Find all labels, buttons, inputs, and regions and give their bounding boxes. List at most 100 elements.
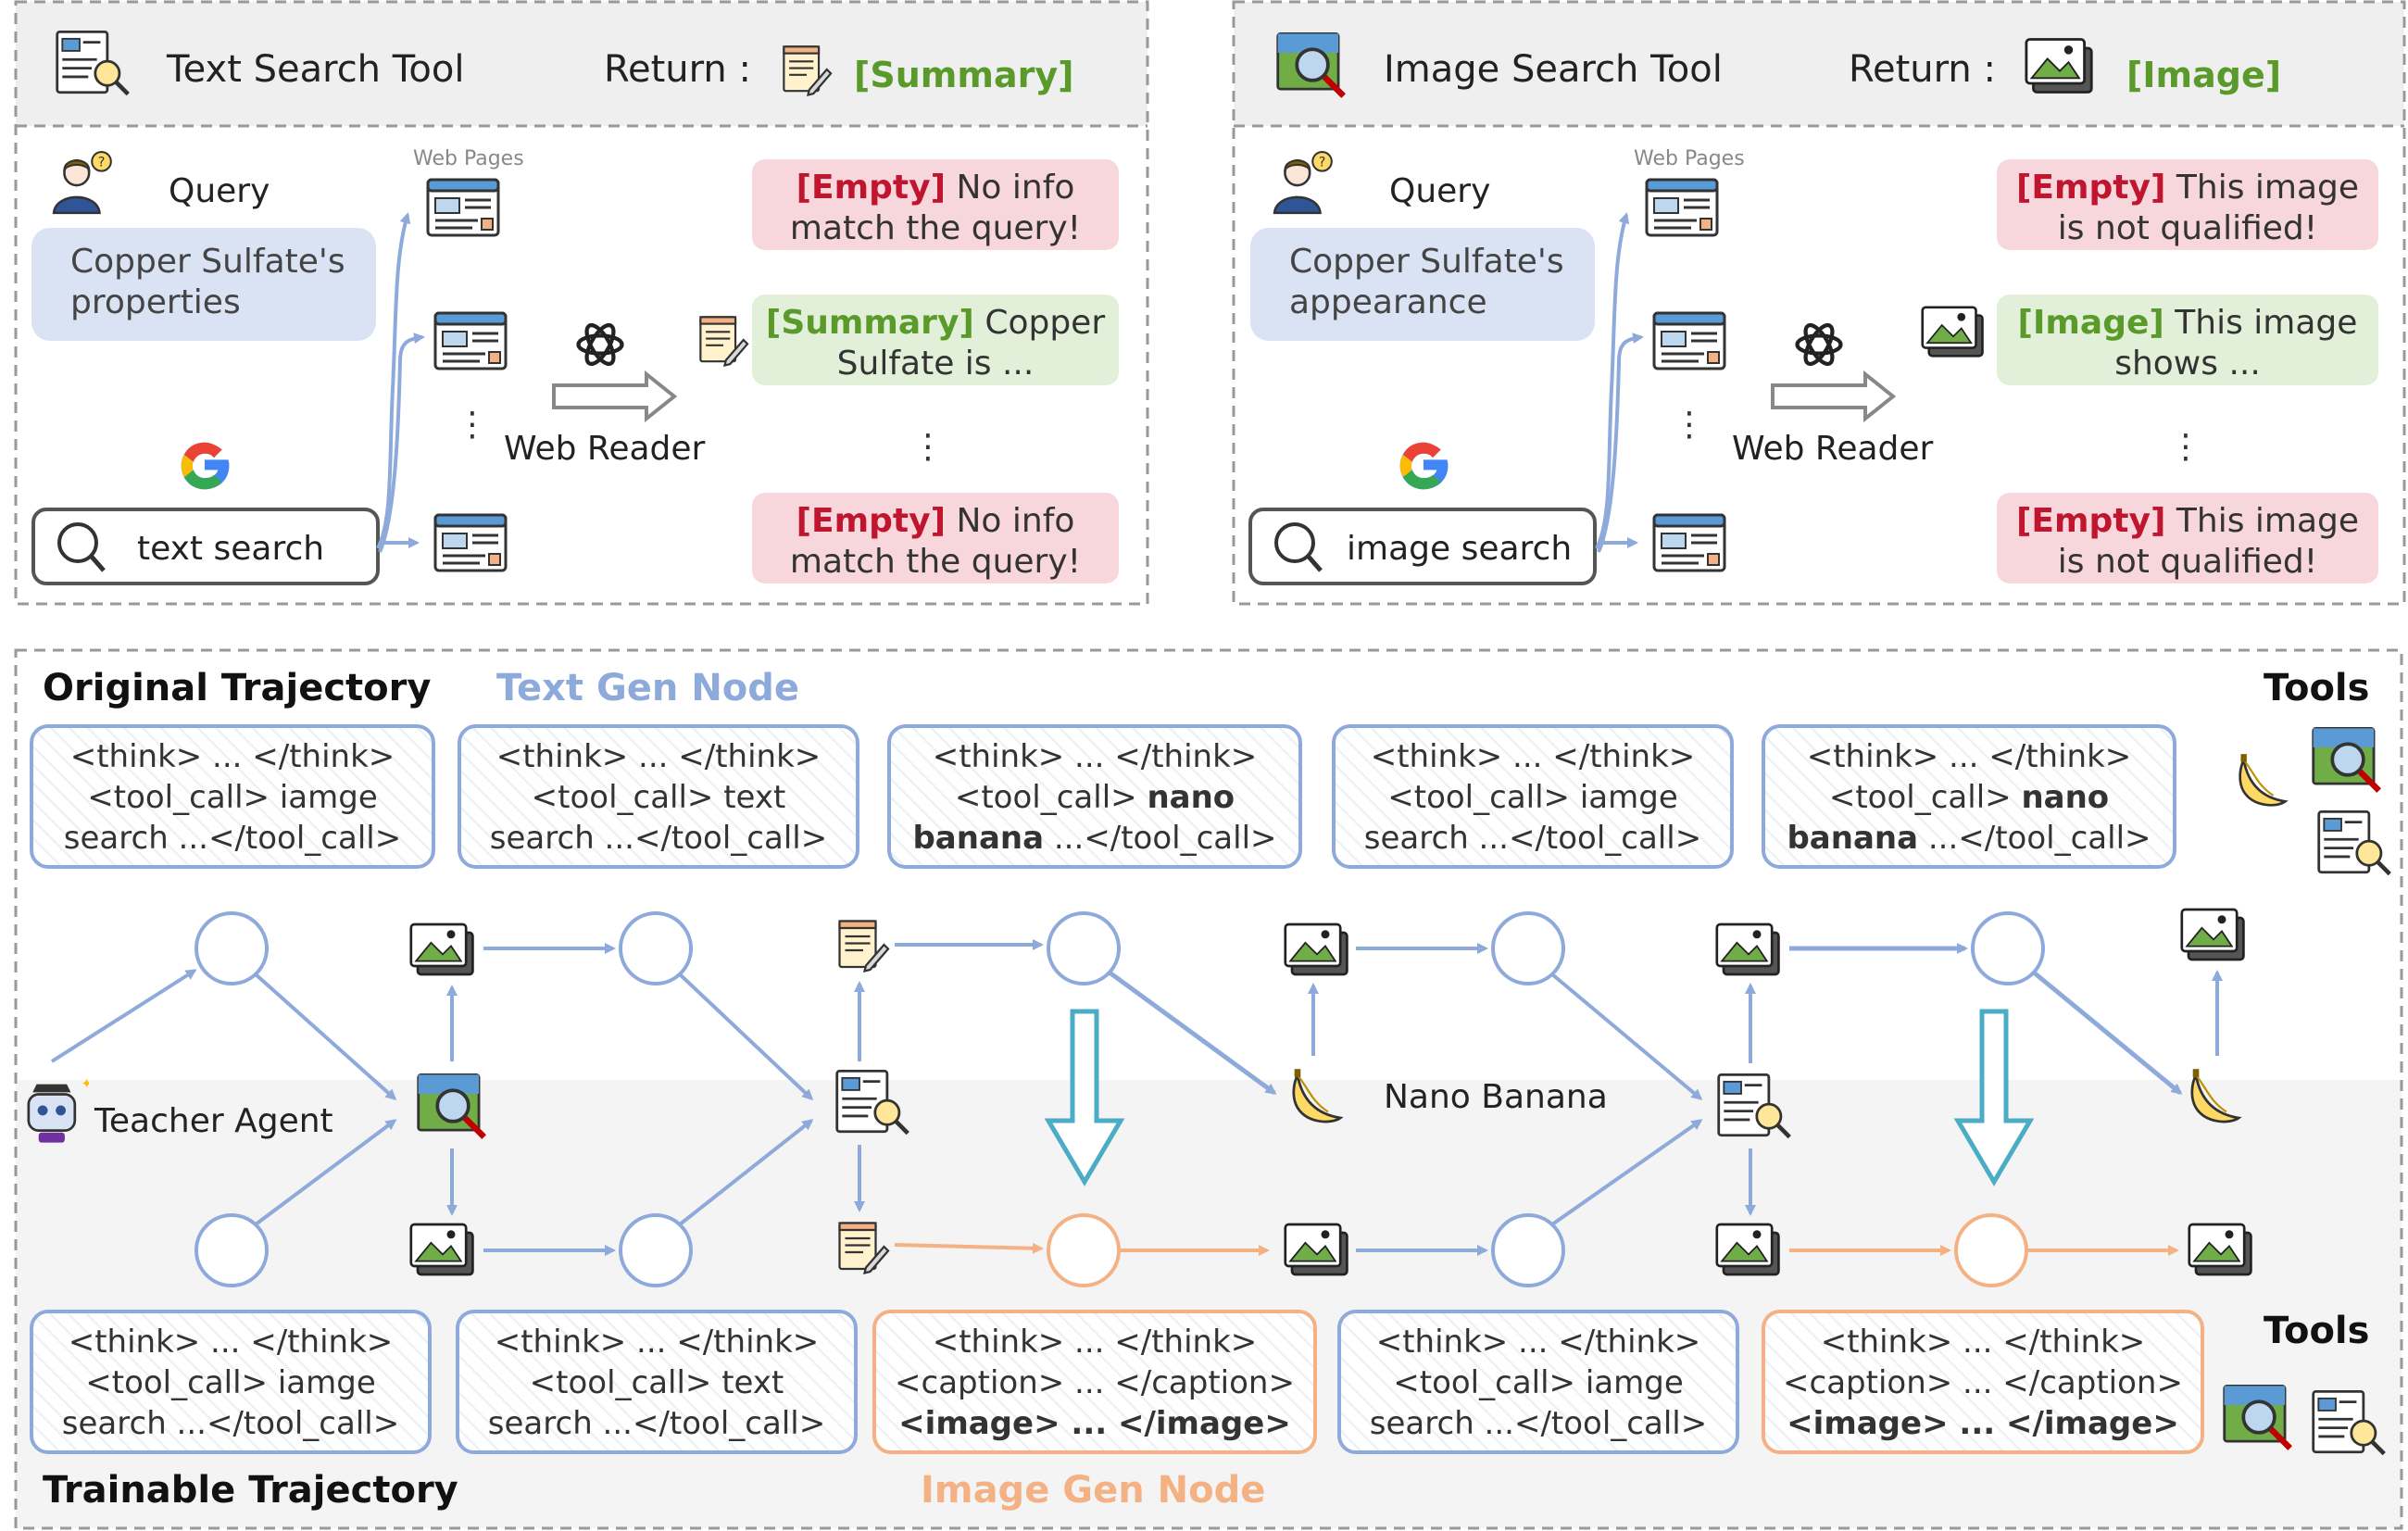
image-result-icon: [409, 1223, 474, 1276]
web-page-icon: [1645, 178, 1719, 237]
image-result-1-line1: [Empty] This image: [2016, 169, 2359, 207]
query-person-icon: [52, 150, 113, 215]
image-result-icon: [1284, 1223, 1348, 1276]
top-node-5: [1971, 911, 2045, 985]
image-query-box: [1250, 228, 1595, 341]
box-line: search ...</tool_call>: [62, 1405, 399, 1442]
image-tool-return-value: [Image]: [2126, 55, 2281, 95]
google-logo-icon: [1399, 442, 1449, 490]
text-search-tool-icon: [2319, 811, 2390, 873]
box-line: <think> ... </think>: [495, 1324, 820, 1361]
box-line: <think> ... </think>: [70, 738, 395, 775]
box-line: <tool_call> text: [530, 1364, 784, 1401]
text-search-bar-text: text search: [137, 530, 324, 568]
image-result-icon: [1715, 1223, 1780, 1276]
image-result-icon: [1921, 306, 1984, 358]
image-result-empty-2: [1997, 493, 2378, 584]
google-logo-icon: [181, 442, 230, 490]
box-line: search ...</tool_call>: [1370, 1405, 1707, 1442]
summary-notepad-icon: [838, 920, 890, 973]
image-return-icon: [2025, 38, 2093, 94]
bottom-node-1: [194, 1213, 269, 1287]
web-page-icon: [1652, 311, 1726, 370]
text-result-empty-2: [752, 493, 1119, 584]
text-web-reader-label: Web Reader: [504, 430, 706, 468]
box-line: <tool_call> text: [532, 779, 786, 816]
box-line: <tool_call> iamge: [1393, 1364, 1684, 1401]
teal-down-arrow: [1044, 1009, 1125, 1186]
text-tool-return-label: Return :: [604, 48, 751, 91]
box-line: search ...</tool_call>: [490, 820, 827, 857]
box-line: <tool_call> nano: [1829, 779, 2109, 816]
image-arrow-to-page-2: [1597, 333, 1644, 553]
teal-down-arrow: [1953, 1009, 2035, 1186]
text-tool-title: Text Search Tool: [166, 48, 464, 91]
web-page-icon: [1652, 513, 1726, 572]
bottom-node-box-2: <think> ... </think> <tool_call> text se…: [456, 1310, 858, 1454]
bottom-node-3: [1047, 1213, 1121, 1287]
box-line: <caption> ... </caption>: [1783, 1364, 2183, 1401]
box-line: <think> ... </think>: [69, 1324, 394, 1361]
image-result-2-line2: shows ...: [2114, 345, 2261, 383]
top-node-box-4: <think> ... </think> <tool_call> iamge s…: [1332, 724, 1734, 869]
image-tool-title: Image Search Tool: [1384, 48, 1723, 91]
text-reader-arrow: [552, 370, 678, 423]
query-person-icon: [1273, 150, 1334, 215]
text-query-label: Query: [169, 172, 270, 210]
image-results-ellipsis: ⋮: [2169, 428, 2202, 466]
image-result-icon: [1715, 922, 1780, 976]
tools-top-label: Tools: [2264, 667, 2369, 709]
text-query-box: [31, 228, 376, 341]
box-line: search ...</tool_call>: [488, 1405, 825, 1442]
top-node-2: [619, 911, 693, 985]
original-trajectory-label: Original Trajectory: [43, 667, 431, 709]
image-web-pages-label: Web Pages: [1634, 147, 1745, 170]
text-arrow-to-page-2: [378, 333, 425, 553]
image-gen-node-label: Image Gen Node: [921, 1469, 1265, 1512]
summary-notepad-icon: [699, 316, 749, 367]
box-line: banana ...</tool_call>: [912, 820, 1276, 857]
text-tool-return-value: [Summary]: [854, 55, 1074, 95]
bottom-node-box-4: <think> ... </think> <tool_call> iamge s…: [1337, 1310, 1739, 1454]
text-query-line2: properties: [70, 283, 241, 321]
top-node-3: [1047, 911, 1121, 985]
image-web-reader-label: Web Reader: [1732, 430, 1934, 468]
bottom-node-box-5: <think> ... </think> <caption> ... </cap…: [1762, 1310, 2204, 1454]
text-result-2-line1: [Summary] Copper: [766, 304, 1105, 342]
text-result-3-line2: match the query!: [790, 543, 1081, 581]
image-query-line2: appearance: [1289, 283, 1487, 321]
image-result-3-line2: is not qualified!: [2058, 543, 2317, 581]
image-search-tool-icon: [1278, 33, 1344, 95]
box-line: search ...</tool_call>: [64, 820, 401, 857]
image-search-tool-icon: [2314, 728, 2379, 790]
box-line: <tool_call> iamge: [1387, 779, 1678, 816]
image-search-bar: [1248, 508, 1597, 585]
text-results-ellipsis: ⋮: [911, 428, 945, 466]
image-reader-arrow: [1771, 370, 1897, 423]
image-query-line1: Copper Sulfate's: [1289, 243, 1564, 281]
box-line: <tool_call> iamge: [87, 779, 378, 816]
image-result-icon: [2180, 908, 2245, 961]
trajectory-border: [14, 648, 2403, 1530]
banana-icon: [2239, 752, 2287, 807]
image-tool-border: [1232, 0, 2406, 606]
image-result-1-line2: is not qualified!: [2058, 209, 2317, 247]
trainable-band-bg: [16, 1080, 2402, 1528]
nano-banana-label: Nano Banana: [1384, 1078, 1608, 1116]
top-node-box-2: <think> ... </think> <tool_call> text se…: [458, 724, 859, 869]
box-line: <caption> ... </caption>: [895, 1364, 1295, 1401]
bottom-node-box-3: <think> ... </think> <caption> ... </cap…: [872, 1310, 1317, 1454]
image-result-icon: [1284, 922, 1348, 976]
box-line: search ...</tool_call>: [1364, 820, 1701, 857]
trainable-trajectory-label: Trainable Trajectory: [43, 1469, 458, 1512]
magnifier-icon: [57, 522, 98, 563]
text-web-pages-label: Web Pages: [413, 147, 524, 170]
teacher-agent-label: Teacher Agent: [94, 1102, 333, 1140]
text-web-pages-ellipsis: ⋮: [456, 406, 489, 444]
image-result-image: [1997, 295, 2378, 385]
box-line: <tool_call> iamge: [85, 1364, 376, 1401]
web-page-icon: [433, 513, 508, 572]
text-result-empty-1: [752, 159, 1119, 250]
